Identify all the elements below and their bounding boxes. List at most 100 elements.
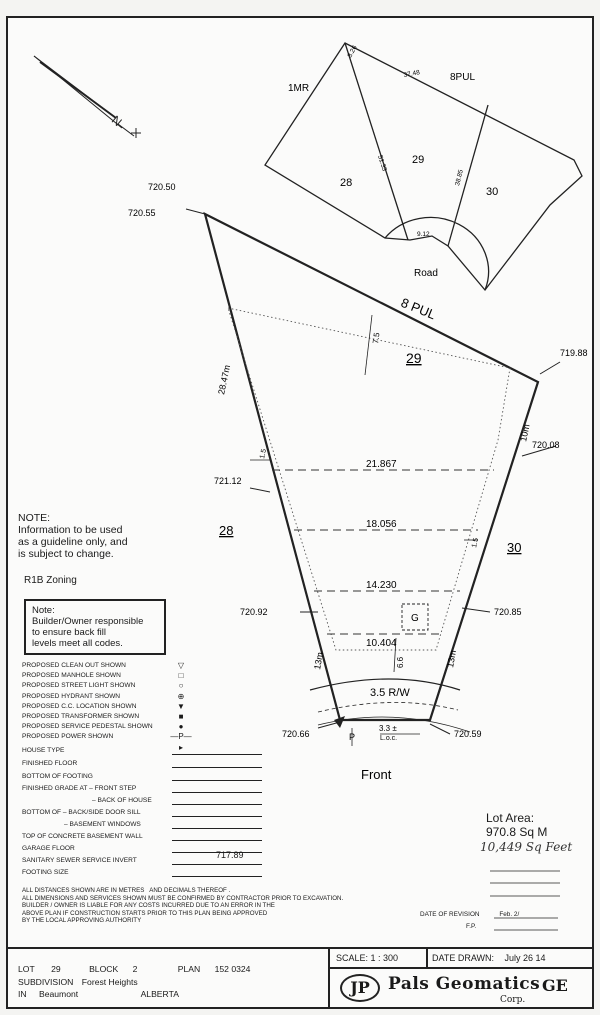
- spec-footing-size: FOOTING SIZE: [22, 869, 69, 876]
- legend-row: PROPOSED POWER SHOWN—P—▸: [22, 732, 192, 752]
- elev-720-08: 720.08: [532, 440, 560, 450]
- backfill-note-line-2: to ensure back fill: [32, 627, 106, 638]
- spec-grade-front: FINISHED GRADE AT – FRONT STEP: [22, 785, 137, 792]
- backfill-note-line-3: levels meet all codes.: [32, 638, 123, 649]
- disclaimer-text: ALL DISTANCES SHOWN ARE IN METRES AND DE…: [22, 887, 344, 925]
- elev-720-66: 720.66: [282, 729, 310, 739]
- adjacent-lot-lines: [185, 208, 561, 735]
- revision-label: DATE OF REVISION: [420, 911, 480, 918]
- dim-right-13m: 13m: [445, 649, 458, 668]
- guideline-note: NOTE: Information to be used as a guidel…: [18, 512, 128, 560]
- transformer-icon: ■: [178, 712, 184, 722]
- garage-box: [401, 603, 429, 631]
- spec-basement-wall: TOP OF CONCRETE BASEMENT WALL: [22, 833, 143, 840]
- dim-width-10-404: 10.404: [366, 638, 397, 649]
- title-block: LOT 29 BLOCK 2 PLAN 152 0324 SUBDIVISION…: [6, 947, 594, 1009]
- dim-51-33: 51.33: [376, 154, 388, 172]
- subdivision-value: Forest Heights: [81, 976, 138, 987]
- cc-location-icon: ▼: [177, 701, 185, 711]
- street-light-icon: ○: [178, 681, 184, 691]
- spec-basement-windows: – BASEMENT WINDOWS: [64, 821, 141, 828]
- lot-area-value: 970.8 Sq M: [486, 825, 548, 839]
- province-value: ALBERTA: [140, 989, 179, 999]
- symbol-legend: PROPOSED CLEAN OUT SHOWN▽ PROPOSED MANHO…: [22, 661, 192, 753]
- subdivision-label: SUBDIVISION: [18, 976, 74, 987]
- dim-side-setback-right: 1.5: [471, 537, 480, 548]
- lot-label-29-top: 29: [412, 154, 424, 166]
- power-p-label: P: [349, 732, 355, 742]
- north-arrow-icon: N: [33, 55, 141, 138]
- lot-area-handwritten: 10,449 Sq Feet: [480, 840, 573, 854]
- backfill-note-box: Note: Builder/Owner responsible to ensur…: [24, 599, 166, 655]
- clean-out-icon: ▽: [177, 661, 185, 670]
- elev-720-92: 720.92: [240, 607, 268, 617]
- sewer-invert-value: 717.89: [216, 850, 244, 860]
- elev-720-55: 720.55: [128, 208, 156, 218]
- dim-right-side: 10m: [518, 423, 531, 442]
- lot-area-lines: [490, 870, 560, 931]
- lot-area: Lot Area: 970.8 Sq M: [486, 811, 547, 839]
- municipality-label: IN: [18, 989, 27, 999]
- dim-38-85: 38.85: [454, 169, 465, 187]
- spec-garage-floor: GARAGE FLOOR: [22, 845, 75, 852]
- revision-value: Feb. 2/: [499, 911, 520, 918]
- plan-value: 152 0324: [214, 964, 251, 974]
- power-line-icon: —P—▸: [170, 732, 192, 752]
- date-of-revision: DATE OF REVISION Feb. 2/: [420, 911, 519, 918]
- service-pedestal-icon: ●: [178, 722, 184, 732]
- dim-width-18-056: 18.056: [366, 519, 397, 530]
- dim-width-21-867: 21.867: [366, 459, 397, 470]
- lot-29-boundary: [203, 211, 540, 722]
- block-value: 2: [132, 964, 138, 974]
- lot-info: LOT 29 BLOCK 2 PLAN 152 0324 SUBDIVISION…: [18, 963, 250, 1001]
- lot-label-30-side: 30: [507, 540, 521, 555]
- front-arc-lower: [317, 702, 459, 713]
- backfill-note-line-1: Builder/Owner responsible: [32, 616, 144, 627]
- backfill-note-title: Note:: [32, 605, 55, 616]
- elev-720-59: 720.59: [454, 729, 482, 739]
- company-logo: JP Pals Geomatics Corp. GE: [328, 969, 594, 1009]
- elev-720-50: 720.50: [148, 182, 176, 192]
- legend-row: PROPOSED MANHOLE SHOWN□: [22, 671, 192, 681]
- power-marker-icon: [334, 716, 420, 746]
- lot-label-8pul-main: 8 PUL: [399, 295, 438, 322]
- plan-label: PLAN: [177, 964, 201, 974]
- dim-left-13m: 13m: [312, 651, 325, 670]
- date-drawn-label: DATE DRAWN:: [432, 953, 494, 963]
- company-seal-icon: GE: [542, 976, 568, 995]
- dim-3-26: 3.26: [347, 44, 359, 59]
- dim-loc: 3.3 ±: [379, 724, 397, 733]
- legend-row: PROPOSED C.C. LOCATION SHOWN▼: [22, 702, 192, 712]
- legend-row: PROPOSED SERVICE PEDESTAL SHOWN●: [22, 722, 192, 732]
- legend-row: PROPOSED CLEAN OUT SHOWN▽: [22, 661, 192, 671]
- key-plan: [264, 42, 583, 292]
- date-drawn-value: July 26 14: [504, 953, 546, 963]
- dim-left-side: 28.47m: [216, 364, 232, 395]
- dim-loc-label: L.o.c.: [380, 735, 397, 742]
- garage-label: G: [411, 613, 419, 624]
- lot-area-label: Lot Area:: [486, 811, 535, 825]
- municipality-value: Beaumont: [38, 989, 79, 999]
- lot-label-1mr: 1MR: [288, 83, 309, 94]
- elev-720-85: 720.85: [494, 607, 522, 617]
- zoning-label: R1B Zoning: [24, 575, 77, 586]
- lot-label-8pul-top: 8PUL: [450, 72, 475, 83]
- front-arc: [309, 678, 461, 691]
- block-label: BLOCK: [89, 964, 119, 974]
- fp-label: F.P.: [466, 923, 477, 930]
- dim-right-of-way: 3.5 R/W: [370, 687, 410, 699]
- date-drawn-box: DATE DRAWN: July 26 14: [426, 949, 594, 969]
- spec-bottom-footing: BOTTOM OF FOOTING: [22, 773, 93, 780]
- road-label: Road: [414, 268, 438, 279]
- setback-lines: [272, 469, 494, 635]
- building-envelope: [227, 307, 511, 651]
- company-name: Pals Geomatics: [388, 974, 541, 994]
- dimension-ticks: [250, 314, 478, 673]
- dim-front-setback: 6.6: [396, 656, 405, 668]
- manhole-icon: □: [178, 671, 184, 681]
- spec-sewer-invert: SANITARY SEWER SERVICE INVERT: [22, 857, 137, 864]
- jp-logo-icon: JP: [340, 974, 380, 1002]
- dim-rear-setback: 7.5: [371, 331, 382, 344]
- dim-37-48: 37.48: [403, 69, 421, 79]
